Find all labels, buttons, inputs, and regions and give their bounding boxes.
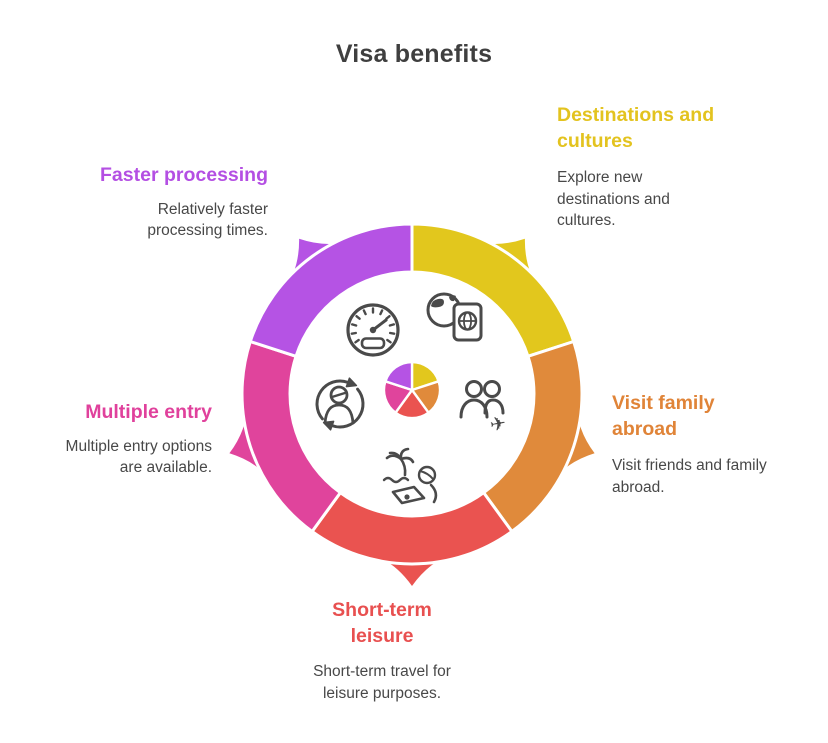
family-travel-icon: ✈ — [459, 380, 508, 437]
section-destinations-and-cultures: Destinations and cultures Explore new de… — [557, 103, 767, 231]
wheel-ring — [240, 222, 584, 566]
section-heading: Destinations and cultures — [557, 104, 715, 152]
segment-short-term — [310, 491, 514, 566]
page-title: Visa benefits — [335, 40, 493, 68]
section-faster-processing: Faster processing Relatively faster proc… — [28, 163, 268, 241]
section-body: Relatively faster processing times. — [147, 200, 268, 239]
beach-leisure-icon — [382, 447, 438, 505]
segment-visit-family — [482, 340, 584, 533]
globe-passport-icon — [426, 292, 483, 342]
segment-multiple-entry — [240, 340, 342, 533]
section-body: Explore new destinations and cultures. — [557, 169, 670, 229]
svg-text:✈: ✈ — [488, 412, 508, 436]
segment-destinations — [410, 222, 576, 358]
section-heading: Short-term leisure — [332, 599, 432, 647]
section-heading: Faster processing — [100, 164, 268, 186]
section-heading: Visit family abroad — [612, 392, 715, 440]
section-body: Short-term travel for leisure purposes. — [313, 663, 451, 702]
center-pie-icon — [382, 360, 442, 420]
section-short-term-leisure: Short-term leisure Short-term travel for… — [262, 598, 502, 704]
section-heading: Multiple entry — [85, 401, 212, 423]
segment-faster-processing — [248, 222, 414, 358]
section-visit-family-abroad: Visit family abroad Visit friends and fa… — [612, 391, 812, 498]
speedometer-icon — [346, 303, 400, 357]
benefits-wheel: ✈ — [229, 222, 595, 586]
recurring-person-icon — [315, 377, 365, 431]
pie-slice-faster-processing — [384, 360, 414, 392]
section-body: Multiple entry options are available. — [65, 437, 212, 476]
section-body: Visit friends and family abroad. — [612, 457, 767, 496]
section-multiple-entry: Multiple entry Multiple entry options ar… — [0, 400, 212, 478]
